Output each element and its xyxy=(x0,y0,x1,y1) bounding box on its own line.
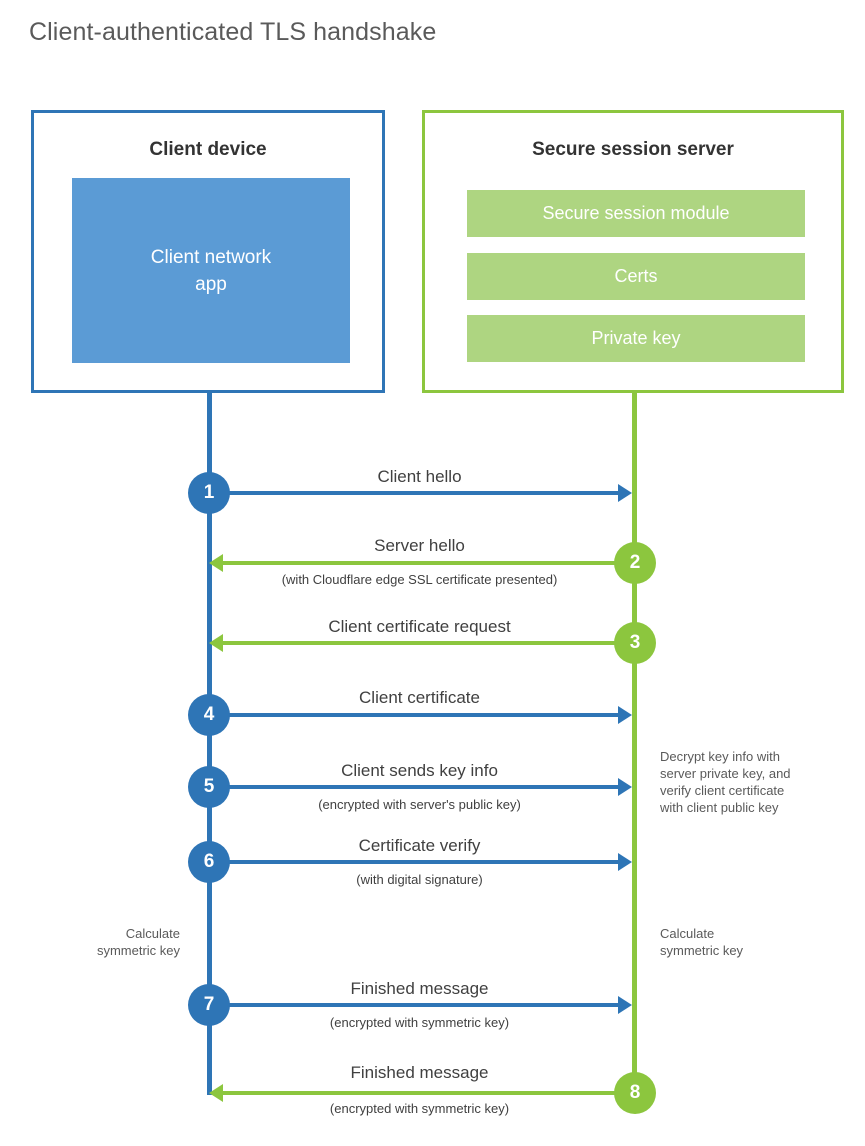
server-lifeline xyxy=(632,392,637,1095)
step-number: 2 xyxy=(629,552,641,573)
step-1-label: Client hello xyxy=(377,467,462,486)
client-network-app-label: Client network app xyxy=(151,244,271,298)
server-decrypt-note-line2: server private key, and xyxy=(660,766,791,781)
step-number: 5 xyxy=(203,776,215,797)
server-component-label: Certs xyxy=(614,266,658,286)
step-3-number-badge: 3 xyxy=(614,622,656,664)
server-component-private-key: Private key xyxy=(467,315,805,362)
step-2-sublabel: (with Cloudflare edge SSL certificate pr… xyxy=(281,572,558,587)
step-5-sublabel: (encrypted with server's public key) xyxy=(318,797,521,812)
step-number: 4 xyxy=(203,704,215,725)
client-device-title: Client device xyxy=(149,139,267,160)
step-2-arrow-line xyxy=(222,561,634,565)
step-3-arrow-head-icon xyxy=(209,634,223,652)
step-8-sublabel: (encrypted with symmetric key) xyxy=(329,1101,510,1116)
step-8-arrow-line xyxy=(222,1091,634,1095)
server-decrypt-note-line4: with client public key xyxy=(660,800,779,815)
server-calculate-note-line2: symmetric key xyxy=(660,943,744,958)
step-number: 6 xyxy=(203,851,215,872)
step-4-arrow-head-icon xyxy=(618,706,632,724)
step-8-label: Finished message xyxy=(350,1063,489,1082)
client-lifeline xyxy=(207,392,212,1095)
step-5-number-badge: 5 xyxy=(188,766,230,808)
step-7-label: Finished message xyxy=(350,979,489,998)
step-6-number-badge: 6 xyxy=(188,841,230,883)
server-calculate-note-line1: Calculate xyxy=(660,926,715,941)
client-calculate-note-line2: symmetric key xyxy=(96,943,180,958)
step-2-label: Server hello xyxy=(374,536,465,555)
step-6-arrow-head-icon xyxy=(618,853,632,871)
step-4-arrow-line xyxy=(209,713,619,717)
secure-session-server-title: Secure session server xyxy=(532,139,734,160)
step-2-number-badge: 2 xyxy=(614,542,656,584)
client-network-app-label-line1: Client network xyxy=(150,246,272,268)
client-network-app-label-line2: app xyxy=(195,273,227,295)
client-device-node: Client device Client network app xyxy=(31,110,385,393)
step-number: 8 xyxy=(629,1082,641,1103)
page-title: Client-authenticated TLS handshake xyxy=(29,18,437,46)
step-5-arrow-line xyxy=(209,785,619,789)
step-number: 7 xyxy=(203,994,215,1015)
step-1-number-badge: 1 xyxy=(188,472,230,514)
step-6-arrow-line xyxy=(209,860,619,864)
step-2-arrow-head-icon xyxy=(209,554,223,572)
step-5-arrow-head-icon xyxy=(618,778,632,796)
client-network-app-block: Client network app xyxy=(72,178,350,363)
server-component-secure-session-module: Secure session module xyxy=(467,190,805,237)
server-component-label: Private key xyxy=(591,328,681,348)
server-component-label: Secure session module xyxy=(542,203,730,223)
server-decrypt-note: Decrypt key info with server private key… xyxy=(660,748,840,816)
step-number: 3 xyxy=(629,632,641,653)
step-1-arrow-line xyxy=(209,491,619,495)
server-decrypt-note-line3: verify client certificate xyxy=(660,783,785,798)
server-calculate-symmetric-key-note: Calculate symmetric key xyxy=(660,925,830,959)
step-7-number-badge: 7 xyxy=(188,984,230,1026)
step-7-arrow-line xyxy=(209,1003,619,1007)
step-1-arrow-head-icon xyxy=(618,484,632,502)
step-4-number-badge: 4 xyxy=(188,694,230,736)
step-7-arrow-head-icon xyxy=(618,996,632,1014)
step-4-label: Client certificate xyxy=(359,688,480,707)
server-component-certs: Certs xyxy=(467,253,805,300)
client-calculate-symmetric-key-note: Calculate symmetric key xyxy=(20,925,180,959)
step-3-label: Client certificate request xyxy=(328,617,511,636)
secure-session-server-node: Secure session server Secure session mod… xyxy=(422,110,844,393)
step-8-number-badge: 8 xyxy=(614,1072,656,1114)
client-calculate-note-line1: Calculate xyxy=(125,926,180,941)
step-7-sublabel: (encrypted with symmetric key) xyxy=(329,1015,510,1030)
step-6-sublabel: (with digital signature) xyxy=(356,872,483,887)
step-5-label: Client sends key info xyxy=(341,761,498,780)
step-number: 1 xyxy=(203,482,215,503)
server-decrypt-note-line1: Decrypt key info with xyxy=(660,749,780,764)
step-6-label: Certificate verify xyxy=(358,836,481,855)
step-8-arrow-head-icon xyxy=(209,1084,223,1102)
step-3-arrow-line xyxy=(222,641,634,645)
